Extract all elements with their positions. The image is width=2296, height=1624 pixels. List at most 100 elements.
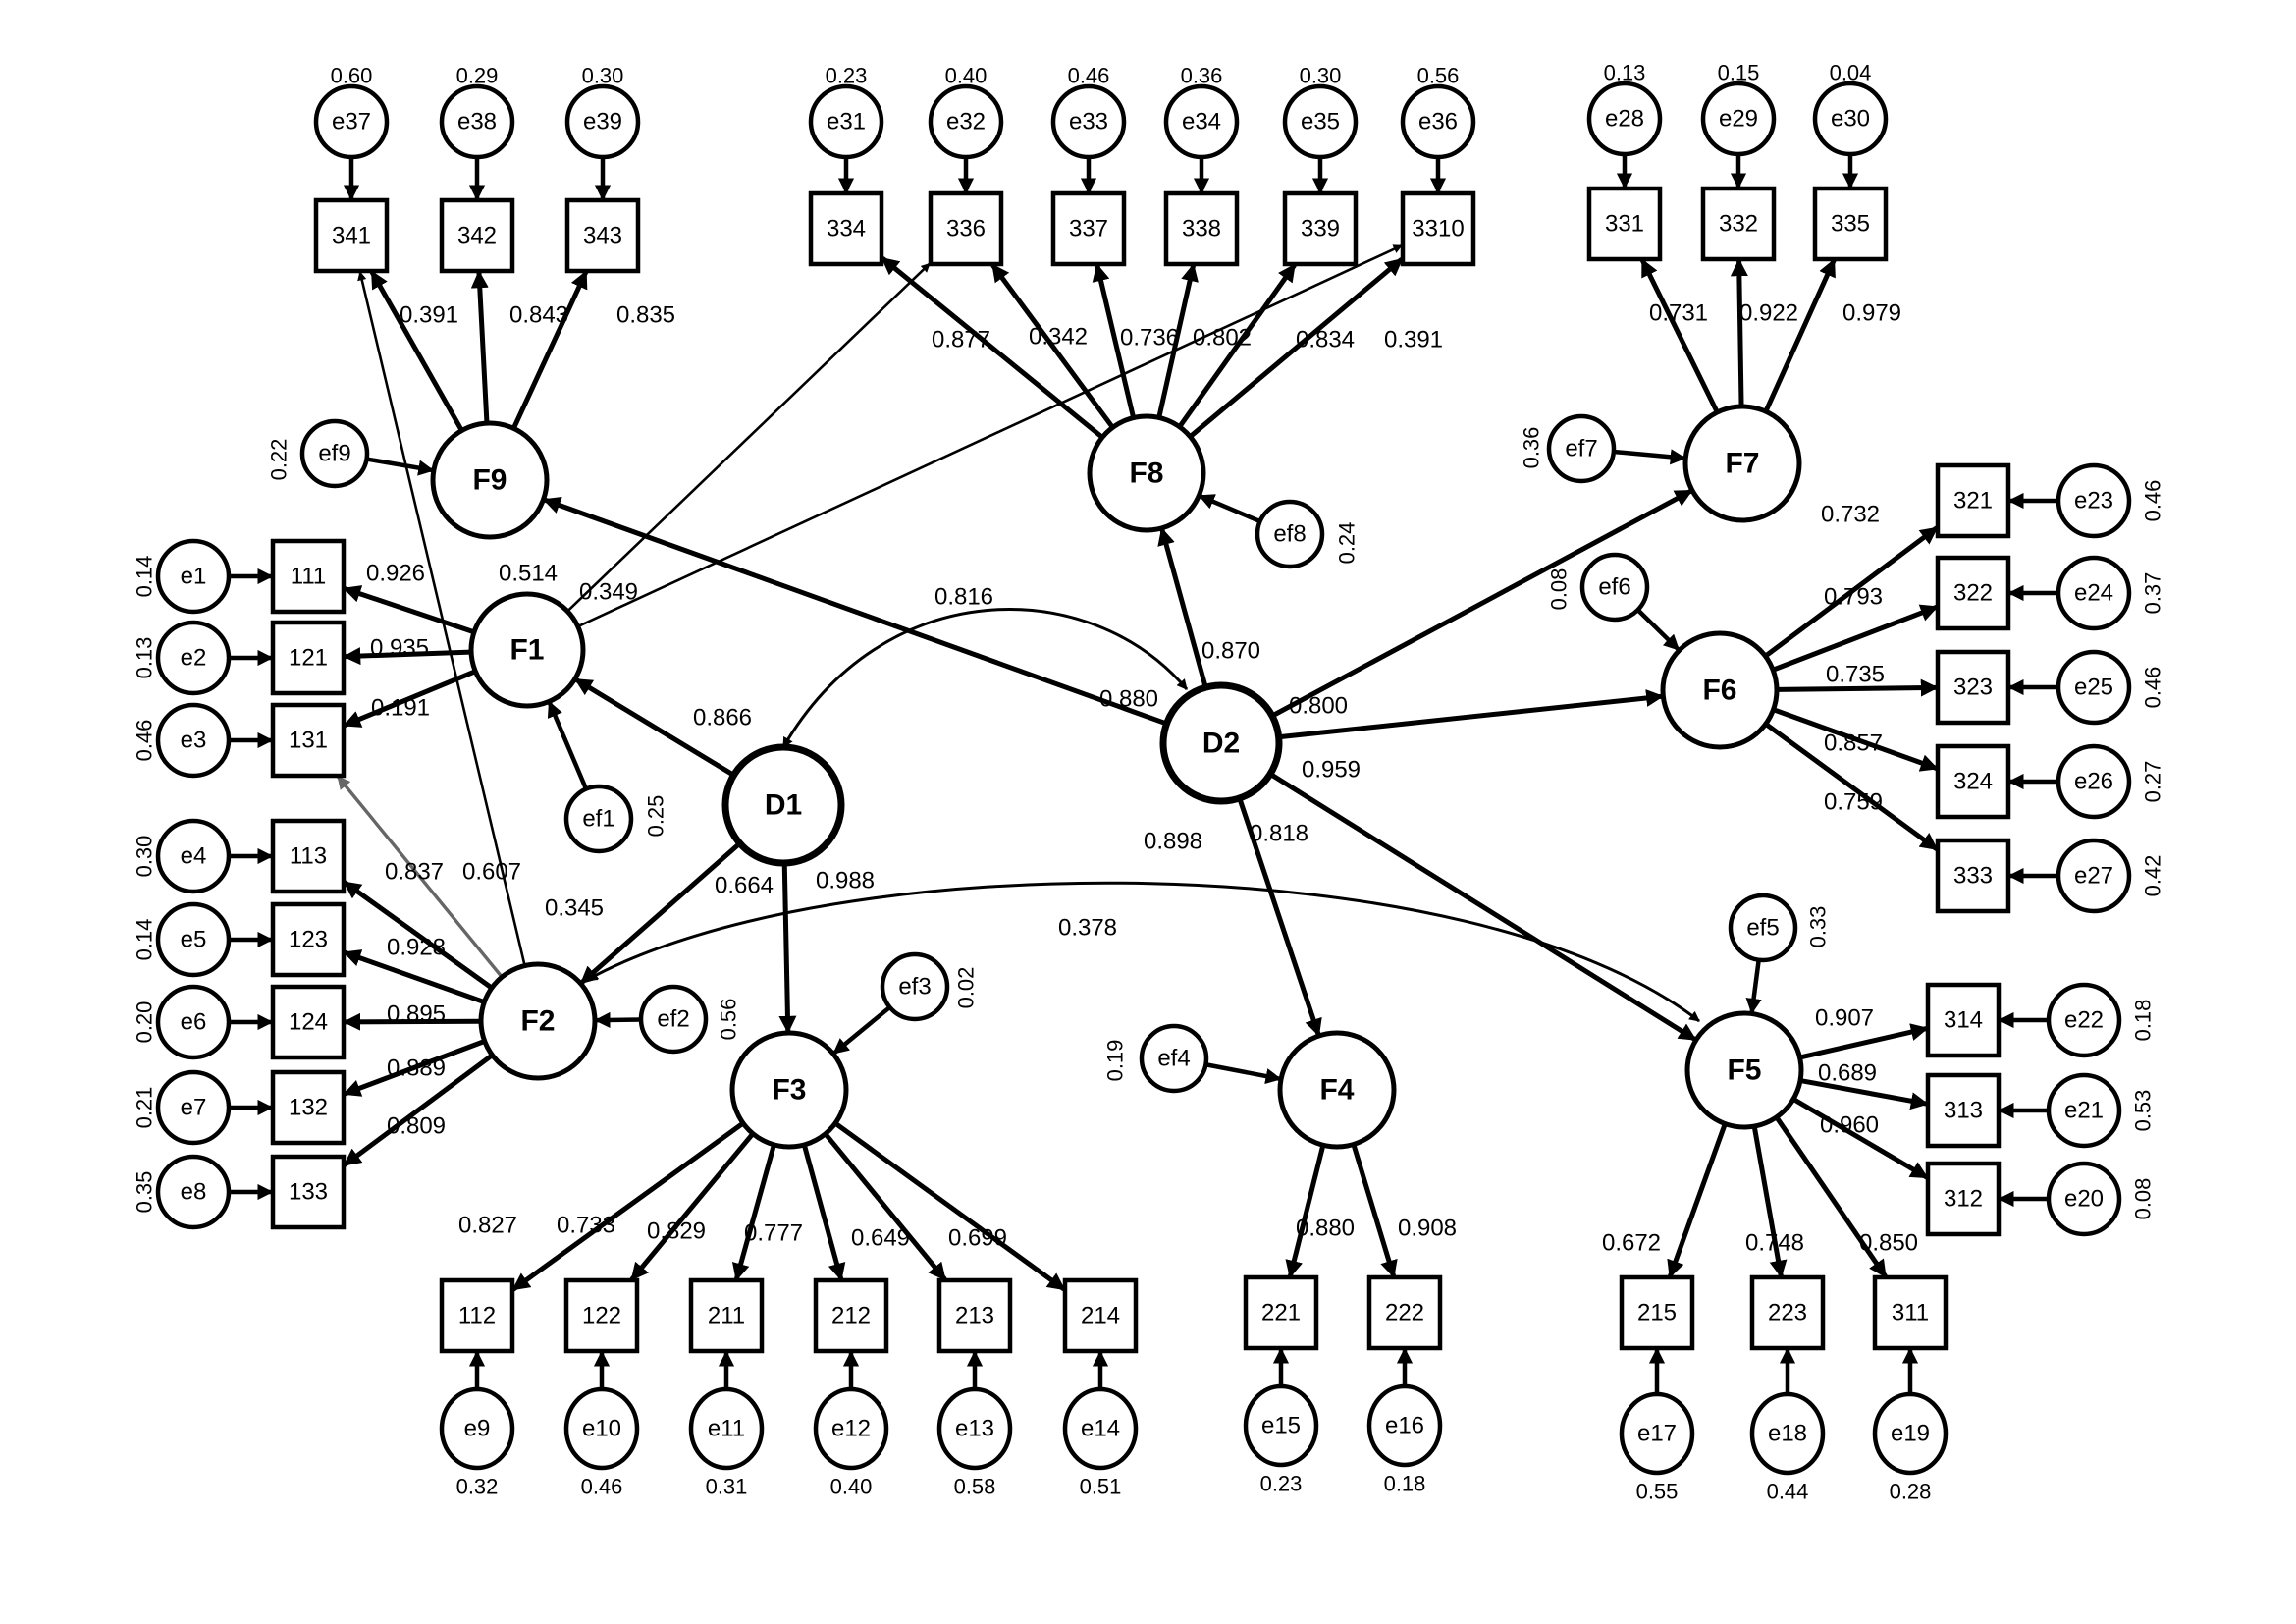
error-e8: [155, 1154, 232, 1230]
error-label-e35: e35: [1301, 109, 1340, 135]
indicator-223: [1749, 1274, 1826, 1351]
path-F9-341: [369, 270, 464, 431]
path-F2-133: [343, 1054, 494, 1167]
path-F2-341: [357, 271, 526, 965]
indicator-335: [1812, 186, 1889, 262]
error-variance-e36: 0.56: [1417, 64, 1460, 88]
indicator-label-324: 324: [1953, 769, 1993, 795]
indicator-label-131: 131: [289, 728, 328, 754]
error-e30: [1812, 81, 1889, 157]
indicator-label-132: 132: [289, 1095, 328, 1121]
factor-error-label-ef8: ef8: [1273, 521, 1306, 548]
path-label-F1-131: 0.191: [371, 695, 430, 722]
path-F7-335: [1763, 258, 1837, 412]
error-variance-e14: 0.51: [1080, 1475, 1122, 1499]
latent-F3: [729, 1030, 849, 1150]
indicator-133: [270, 1154, 347, 1230]
path-F6-324: [1773, 707, 1939, 772]
path-label-F2-113: 0.837: [385, 859, 444, 886]
indicator-323: [1935, 649, 2011, 726]
error-e6: [155, 984, 232, 1060]
error-label-e13: e13: [955, 1416, 994, 1442]
path-F2-124: [343, 1012, 481, 1031]
indicator-331: [1586, 186, 1663, 262]
indicator-312: [1925, 1161, 2002, 1237]
factor-error-label-ef9: ef9: [318, 441, 350, 467]
path-label-F5-311: 0.850: [1859, 1230, 1918, 1257]
error-variance-e25: 0.46: [2141, 667, 2165, 709]
path-label-F2-124: 0.895: [387, 1001, 446, 1028]
correlation-F2-F5: [586, 881, 1700, 1023]
path-label-F7-332: 0.922: [1739, 300, 1798, 327]
indicator-label-339: 339: [1301, 216, 1340, 243]
error-e33: [1050, 83, 1127, 160]
path-F6-333: [1765, 722, 1939, 851]
latent-label-F6: F6: [1702, 675, 1736, 707]
error-label-e23: e23: [2074, 488, 2113, 514]
path-F7-332: [1730, 258, 1748, 406]
error-variance-e29: 0.15: [1718, 61, 1760, 85]
error-e27: [2056, 838, 2132, 914]
error-variance-e30: 0.04: [1830, 61, 1872, 85]
indicator-label-311: 311: [1892, 1300, 1929, 1326]
path-label-F5-215: 0.672: [1602, 1230, 1661, 1257]
path-D1-F1: [574, 677, 734, 778]
indicator-label-214: 214: [1081, 1303, 1120, 1329]
path-F7-331: [1639, 258, 1720, 413]
path-F9-342: [470, 270, 490, 423]
latent-label-F4: F4: [1319, 1074, 1354, 1107]
factor-error-ef4: [1139, 1023, 1209, 1094]
path-F1-111: [343, 585, 474, 634]
error-e9: [439, 1386, 515, 1471]
error-variance-e13: 0.58: [954, 1475, 996, 1499]
indicator-label-321: 321: [1953, 488, 1993, 514]
path-label-F6-322: 0.793: [1824, 584, 1883, 611]
error-variance-e10: 0.46: [581, 1475, 623, 1499]
latent-label-F7: F7: [1725, 448, 1759, 480]
error-variance-e37: 0.60: [331, 64, 373, 88]
indicator-label-333: 333: [1953, 863, 1993, 890]
indicator-334: [808, 190, 884, 267]
error-variance-e5: 0.14: [133, 919, 157, 961]
factor-error-ef6: [1579, 552, 1650, 623]
error-label-e27: e27: [2074, 863, 2113, 890]
error-e4: [155, 818, 232, 894]
indicator-label-323: 323: [1953, 675, 1993, 701]
indicator-322: [1935, 555, 2011, 631]
factor-error-arrow-ef5: [1745, 959, 1762, 1015]
error-label-e4: e4: [181, 843, 207, 870]
error-variance-e15: 0.23: [1260, 1472, 1303, 1496]
path-label-F7-335: 0.979: [1842, 300, 1901, 327]
error-e23: [2056, 462, 2132, 539]
factor-error-arrow-ef8: [1198, 493, 1261, 524]
latent-F8: [1087, 413, 1206, 533]
path-label-F3-214: 0.699: [948, 1225, 1007, 1252]
indicator-113: [270, 818, 347, 894]
latent-label-F2: F2: [520, 1005, 555, 1038]
indicator-label-336: 336: [946, 216, 986, 243]
error-label-e7: e7: [181, 1095, 207, 1121]
indicator-112: [439, 1277, 515, 1354]
indicator-311: [1872, 1274, 1949, 1351]
indicator-label-322: 322: [1953, 580, 1993, 607]
factor-error-ef8: [1255, 499, 1325, 569]
path-F4-221: [1285, 1145, 1326, 1278]
path-F6-321: [1764, 525, 1939, 658]
error-label-e26: e26: [2074, 769, 2113, 795]
error-label-e11: e11: [708, 1416, 745, 1442]
path-label-F8-338: 0.802: [1193, 325, 1252, 352]
error-label-e18: e18: [1768, 1421, 1807, 1447]
indicator-label-3310: 3310: [1412, 216, 1464, 243]
factor-error-label-ef6: ef6: [1598, 574, 1630, 601]
latent-D2: [1159, 681, 1283, 805]
factor-error-label-ef7: ef7: [1565, 436, 1597, 462]
path-label-D2-F8: 0.870: [1201, 638, 1260, 665]
error-e26: [2056, 743, 2132, 820]
factor-error-ef2: [638, 984, 709, 1055]
error-label-e6: e6: [181, 1009, 207, 1036]
path-F6-323: [1777, 678, 1939, 697]
indicator-label-122: 122: [582, 1303, 621, 1329]
error-e2: [155, 620, 232, 696]
error-e28: [1586, 81, 1663, 157]
latent-label-F3: F3: [772, 1074, 806, 1107]
